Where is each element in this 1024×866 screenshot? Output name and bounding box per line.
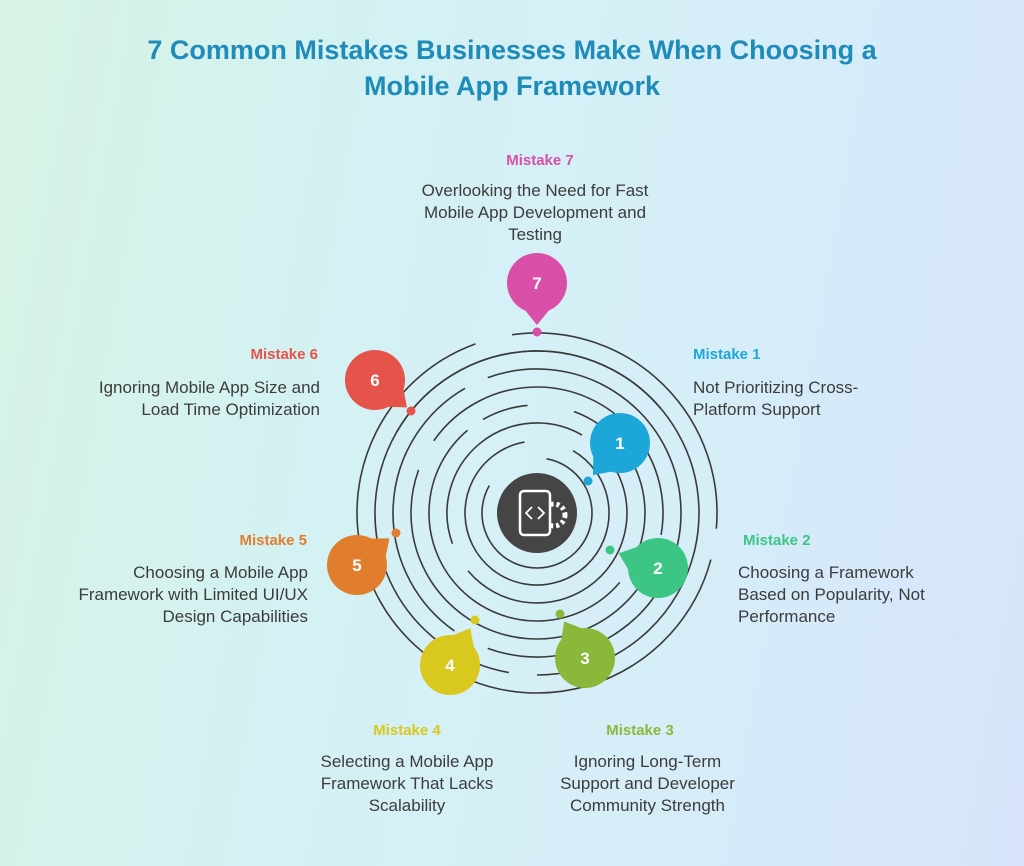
mistake-number: 5 bbox=[352, 556, 361, 575]
spiral-arc bbox=[467, 454, 628, 604]
mistake-2-text: Choosing a Framework Based on Popularity… bbox=[738, 563, 925, 626]
mistake-1-text: Not Prioritizing Cross-Platform Support bbox=[693, 378, 859, 419]
spiral-arc bbox=[511, 332, 522, 336]
mistake-6-label: Mistake 6 bbox=[250, 346, 318, 363]
spiral-arc bbox=[392, 387, 466, 632]
mistake-2-dot bbox=[605, 545, 615, 555]
mistake-6-bubble: 6 bbox=[345, 350, 407, 410]
mistake-7-bubble: 7 bbox=[507, 253, 567, 325]
mistake-3-label: Mistake 3 bbox=[606, 722, 674, 739]
mistake-6-text: Ignoring Mobile App Size and Load Time O… bbox=[98, 378, 320, 419]
mistake-5-dot bbox=[391, 528, 401, 538]
mistake-5-text: Choosing a Mobile App Framework with Lim… bbox=[78, 563, 308, 626]
spiral-arc bbox=[410, 469, 647, 640]
mistake-6-dot bbox=[406, 406, 416, 416]
spiral-arc bbox=[356, 343, 712, 694]
spiral-arc bbox=[433, 386, 538, 442]
mistake-3-dot bbox=[555, 609, 565, 619]
spiral-arc bbox=[374, 350, 662, 674]
mistake-number: 2 bbox=[653, 559, 662, 578]
mistake-7-text: Overlooking the Need for Fast Mobile App… bbox=[421, 181, 649, 244]
mistake-1-label: Mistake 1 bbox=[693, 346, 761, 363]
mobile-code-gear-icon bbox=[497, 473, 577, 553]
spiral-arc bbox=[464, 441, 610, 586]
page-title: 7 Common Mistakes Businesses Make When C… bbox=[147, 35, 877, 101]
mistake-4-label: Mistake 4 bbox=[373, 722, 441, 739]
mistake-number: 7 bbox=[532, 274, 541, 293]
spiral-arc bbox=[521, 332, 718, 529]
mistake-4-bubble: 4 bbox=[420, 628, 480, 695]
mistake-5-label: Mistake 5 bbox=[239, 532, 307, 549]
mistake-1-bubble: 1 bbox=[590, 413, 650, 476]
spiral-arc bbox=[482, 404, 528, 421]
mistake-7-dot bbox=[532, 327, 542, 337]
mistake-number: 3 bbox=[580, 649, 589, 668]
spiral-arc bbox=[446, 422, 583, 545]
mistake-number: 6 bbox=[370, 371, 379, 390]
mistake-2-label: Mistake 2 bbox=[743, 532, 811, 549]
mistake-number: 1 bbox=[615, 434, 624, 453]
mistake-4-dot bbox=[470, 615, 480, 625]
mistake-number: 4 bbox=[445, 656, 455, 675]
mistake-3-text: Ignoring Long-Term Support and Developer… bbox=[560, 752, 735, 815]
mistake-1-dot bbox=[583, 476, 593, 486]
mistake-5-bubble: 5 bbox=[327, 535, 390, 595]
spiral-arc bbox=[428, 429, 621, 622]
mistake-4-text: Selecting a Mobile App Framework That La… bbox=[320, 752, 494, 815]
mistake-7-label: Mistake 7 bbox=[506, 152, 574, 169]
spiral-arc bbox=[481, 458, 593, 569]
mistake-3-bubble: 3 bbox=[555, 621, 615, 688]
mistake-2-bubble: 2 bbox=[618, 538, 688, 598]
